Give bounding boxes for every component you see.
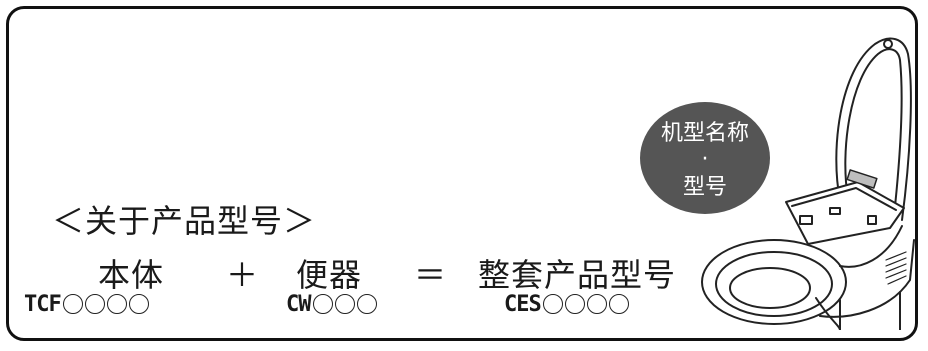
body-model-prefix: TCF: [24, 292, 62, 317]
placeholder-circle-icon: [312, 293, 333, 314]
bowl-model-circles: [311, 293, 377, 318]
placeholder-circle-icon: [564, 293, 585, 314]
set-label: 整套产品型号: [478, 256, 677, 294]
set-model: CES: [504, 292, 629, 318]
set-model-prefix: CES: [504, 292, 542, 317]
toilet-illustration: [701, 37, 915, 330]
callout-line-model: 型号: [682, 175, 727, 200]
placeholder-circle-icon: [356, 293, 377, 314]
body-label: 本体: [98, 256, 165, 294]
placeholder-circle-icon: [334, 293, 355, 314]
bowl-model-prefix: CW: [286, 292, 311, 317]
placeholder-circle-icon: [608, 293, 629, 314]
placeholder-circle-icon: [128, 293, 149, 314]
body-model-circles: [61, 293, 149, 318]
diagram-frame: [6, 6, 918, 341]
placeholder-circle-icon: [586, 293, 607, 314]
placeholder-circle-icon: [106, 293, 127, 314]
bowl-label: 便器: [296, 256, 363, 294]
placeholder-circle-icon: [84, 293, 105, 314]
equals-sign: ＝: [414, 256, 448, 294]
section-heading: ＜关于产品型号＞: [52, 202, 317, 240]
placeholder-circle-icon: [62, 293, 83, 314]
callout-line-model-name: 机型名称: [660, 121, 749, 146]
body-model: TCF: [24, 292, 149, 318]
bowl-model: CW: [286, 292, 377, 318]
model-name-callout: 机型名称 · 型号: [640, 102, 770, 214]
label-plate-icon: [846, 169, 878, 189]
set-model-circles: [541, 293, 629, 318]
callout-dot: ·: [701, 147, 709, 172]
placeholder-circle-icon: [542, 293, 563, 314]
plus-sign: ＋: [226, 256, 260, 294]
